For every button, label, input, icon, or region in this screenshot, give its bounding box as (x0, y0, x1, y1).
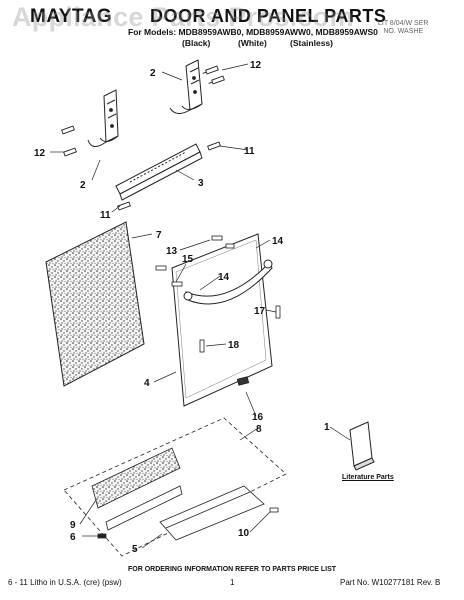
reference-note: LIT 8/04/W SER NO. WASHE (378, 20, 428, 36)
callout-17: 17 (254, 306, 266, 317)
door-handle (183, 259, 273, 305)
brand-logo: MAYTAG (30, 6, 113, 27)
page-title: DOOR AND PANEL PARTS (150, 6, 387, 26)
callout-18: 18 (228, 340, 240, 351)
col-black: (Black) (182, 38, 211, 48)
litho-note: 6 - 11 Litho in U.S.A. (cre) (psw) (8, 578, 122, 587)
callout-3: 3 (198, 178, 204, 189)
callout-11-left: 11 (100, 210, 111, 221)
callout-2-upper: 2 (150, 68, 156, 79)
callout-10: 10 (238, 528, 250, 539)
ordering-note: FOR ORDERING INFORMATION REFER TO PARTS … (127, 566, 337, 573)
insulation-blanket (45, 221, 145, 387)
callouts: 1 2 2 3 4 5 6 7 8 9 10 11 11 12 12 13 14… (34, 60, 330, 555)
screw-set (61, 65, 225, 211)
callout-5: 5 (132, 544, 138, 555)
callout-15: 15 (182, 254, 194, 265)
literature-parts-label: Literature Parts (342, 474, 394, 481)
callout-11-right: 11 (244, 146, 255, 157)
hinge-bracket-left (87, 89, 119, 147)
callout-8: 8 (256, 424, 262, 435)
page-number: 1 (230, 578, 235, 587)
col-stainless: (Stainless) (290, 38, 333, 48)
watermark: Appliance Parts Pros.com (12, 2, 354, 32)
hinge-bar (115, 143, 203, 201)
callout-12-left: 12 (34, 148, 46, 159)
models-line: For Models: MDB8959AWB0, MDB8959AWW0, MD… (128, 27, 378, 37)
ref-line-1: LIT 8/04/W SER (378, 20, 429, 27)
callout-13: 13 (166, 246, 178, 257)
literature-parts (349, 421, 375, 471)
hinge-bracket-upper (169, 59, 203, 114)
page-header: MAYTAG DOOR AND PANEL PARTS Appliance Pa… (0, 0, 464, 60)
callout-7: 7 (156, 230, 162, 241)
callout-1: 1 (324, 422, 330, 433)
callout-4: 4 (144, 378, 150, 389)
callout-9: 9 (70, 520, 76, 531)
callout-6: 6 (70, 532, 76, 543)
part-number: Part No. W10277181 Rev. B (340, 578, 441, 587)
callout-14-right: 14 (272, 236, 284, 247)
callout-16: 16 (252, 412, 264, 423)
col-white: (White) (238, 38, 267, 48)
handle-screws (155, 235, 281, 353)
callout-14-left: 14 (218, 272, 230, 283)
ref-line-2: NO. WASHE (383, 28, 424, 35)
callout-2-lower: 2 (80, 180, 86, 191)
toe-panel-assembly (63, 417, 287, 557)
leader-lines (50, 63, 351, 549)
callout-12-right: 12 (250, 60, 262, 71)
